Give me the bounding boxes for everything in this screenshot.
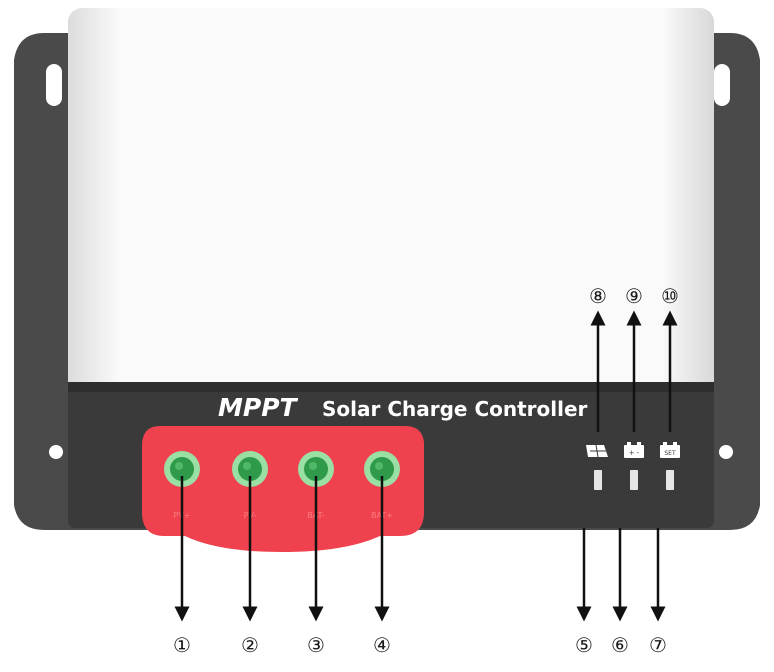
terminal-screw <box>304 457 328 481</box>
callout-number-5: ⑤ <box>575 633 593 657</box>
controller-cover <box>68 8 714 400</box>
indicators: + - SET <box>586 442 680 490</box>
indicator-1 <box>586 444 608 490</box>
callout-number-2: ② <box>241 633 259 657</box>
callout-number-1: ① <box>173 633 191 657</box>
product-title: Solar Charge Controller <box>322 397 588 421</box>
solar-panel-icon <box>586 444 608 458</box>
left-mount-slot <box>46 64 62 106</box>
battery-icon: + - <box>624 442 644 458</box>
terminal-screw <box>170 457 194 481</box>
callout-number-9: ⑨ <box>625 284 643 308</box>
icon-text: + - <box>629 449 640 457</box>
terminal-2: PV- <box>232 451 268 520</box>
left-screw-hole <box>49 445 63 459</box>
battery-set-icon: SET <box>660 442 680 458</box>
indicator-3: SET <box>660 442 680 490</box>
status-led <box>666 470 674 490</box>
callout-number-6: ⑥ <box>611 633 629 657</box>
right-mount-slot <box>714 64 730 106</box>
callout-number-10: ⑩ <box>661 284 679 308</box>
callout-number-7: ⑦ <box>649 633 667 657</box>
callout-number-8: ⑧ <box>589 284 607 308</box>
icon-text: SET <box>664 450 676 457</box>
terminal-block <box>142 426 424 552</box>
callouts: ① ② ③ ④ ⑧ ⑤ ⑨ ⑥ ⑩ ⑦ <box>173 284 679 657</box>
callout-number-3: ③ <box>307 633 325 657</box>
status-led <box>630 470 638 490</box>
terminal-screw <box>370 457 394 481</box>
right-screw-hole <box>719 445 733 459</box>
brand-logo: MPPT <box>218 393 299 422</box>
status-led <box>594 470 602 490</box>
terminal-screw <box>238 457 262 481</box>
terminals: PV+PV-BAT-BAT+ <box>164 451 400 520</box>
indicator-2: + - <box>624 442 644 490</box>
callout-number-4: ④ <box>373 633 391 657</box>
